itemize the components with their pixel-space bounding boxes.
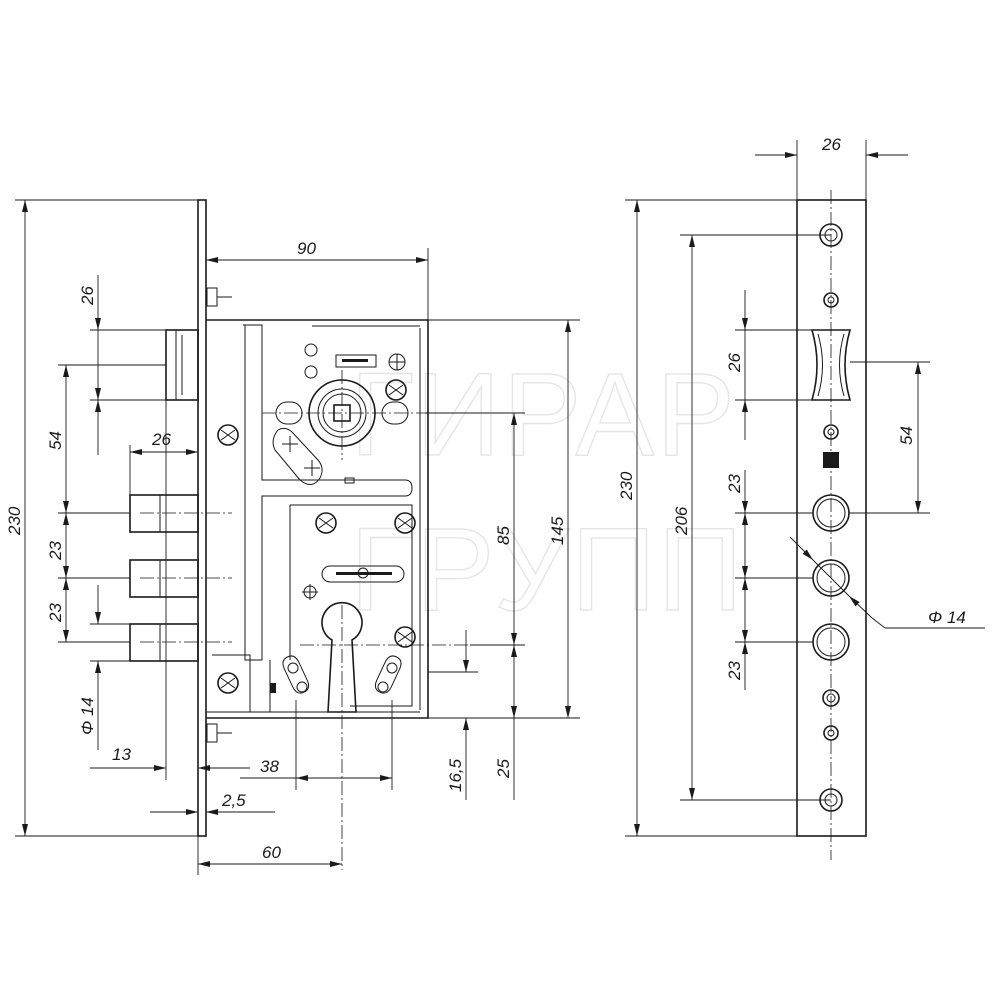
dim-hole-spacing: 38 [260,757,279,776]
deadbolt-2 [129,559,199,598]
pin-2 [304,365,318,379]
cylinder-cutout [321,601,363,713]
side-pin-1 [823,292,839,308]
latch-bolt [165,329,199,401]
lever-slot [272,427,323,485]
dim-plate-thickness: 2,5 [221,791,246,810]
case-screw-6 [217,672,239,694]
side-dim-total-height: 230 [617,471,636,501]
dim-bolt-pitch-2: 23 [46,603,65,623]
slot-left [275,401,303,425]
dim-bolt-width: 26 [151,430,171,449]
dim-backset: 60 [262,843,281,862]
cylinder-hole-right [374,655,402,694]
side-view: 26 230 206 26 54 23 23 [617,135,985,860]
watermark-line-1: ГИРАР [350,349,737,481]
dim-latch-to-bolt: 54 [46,431,65,450]
faceplate-screw-top [206,287,232,307]
pin-1 [304,343,318,357]
side-pin-3 [822,689,840,707]
deadbolt-1 [129,494,199,533]
case-screw-3 [315,512,337,534]
dim-spindle-to-cylinder: 85 [494,526,513,545]
side-latch [810,329,852,401]
faceplate-screw-bottom [206,723,232,743]
cylinder-hole-left [282,655,310,694]
dim-case-height: 145 [548,516,567,545]
dim-latch-height: 26 [78,286,97,306]
slot-right [381,401,409,425]
dim-total-height: 230 [5,506,24,536]
case-screw-1 [217,424,239,446]
side-pin-4 [823,725,839,741]
side-dim-bolt-diameter: Φ 14 [928,608,966,627]
dim-cylinder-to-bottom: 25 [494,759,513,779]
dim-bolt-diameter: Φ 14 [78,697,97,735]
dim-bolt-throw: 13 [112,745,131,764]
side-dim-latch-height: 26 [725,353,744,373]
front-view: 230 26 54 23 23 26 Φ 14 [5,199,580,875]
indicator-window [335,354,377,368]
lock-case [206,319,429,719]
small-mark [344,477,355,484]
side-dim-screw-pitch: 206 [672,506,691,536]
side-dim-latch-to-bolt: 54 [897,426,916,445]
case-screw-5 [394,626,416,648]
spindle-hub [262,370,425,460]
case-screw-4 [394,512,416,534]
side-pin-2 [823,424,839,440]
dim-bolt-pitch-1: 23 [46,541,65,561]
side-square [823,452,839,468]
dim-cylinder-offset: 16,5 [446,758,465,792]
side-faceplate [796,199,867,837]
deadbolt-3 [129,623,199,662]
dim-case-width: 90 [297,239,316,258]
bolt-slot [321,565,405,583]
faceplate [197,199,207,837]
side-dim-plate-width: 26 [821,135,841,154]
side-dim-bolt-pitch-1: 23 [725,474,744,494]
watermark: ГИРАР ГРУПП [349,348,743,636]
side-dim-bolt-pitch-2: 23 [725,661,744,681]
case-screw-2 [385,379,407,401]
